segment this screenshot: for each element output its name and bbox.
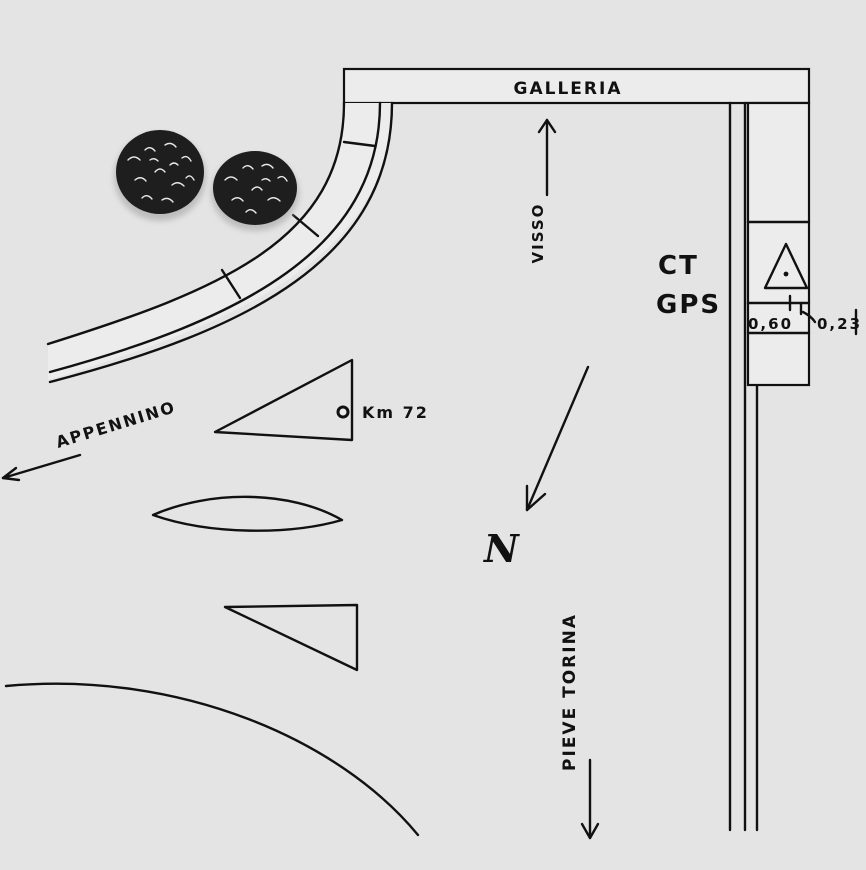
appennino-label: APPENNINO [54,397,179,452]
traffic-island-triangle-lower [223,603,359,672]
right-sidewalk [746,101,811,387]
curved-road-edge [46,101,394,384]
gps-label: GPS [656,290,721,320]
km-label: Km 72 [362,403,429,422]
survey-triangle-icon [763,242,809,290]
visso-arrow-icon [537,118,557,197]
pieve-torina-arrow-icon [580,758,600,840]
dimension-marks [788,294,858,336]
dimension-label-left: 0,60 [748,315,793,333]
traffic-island-triangle-upper [213,358,354,442]
km-marker-icon [336,405,350,419]
visso-label: VISSO [529,203,547,264]
bush-icon [114,130,206,221]
appennino-arrow-icon [1,453,82,482]
north-arrow-icon [525,365,590,512]
ct-label: CT [658,251,699,281]
traffic-island-lens [151,495,344,532]
bush-icon [211,151,299,231]
gallery-label: GALLERIA [514,79,623,99]
lower-road-curve [4,682,420,837]
dimension-label-right: 0,23 [817,315,862,333]
gallery-tunnel [342,67,811,105]
north-label: N [483,526,520,571]
pieve-torina-label: PIEVE TORINA [560,613,580,771]
right-road-edge [728,101,759,832]
